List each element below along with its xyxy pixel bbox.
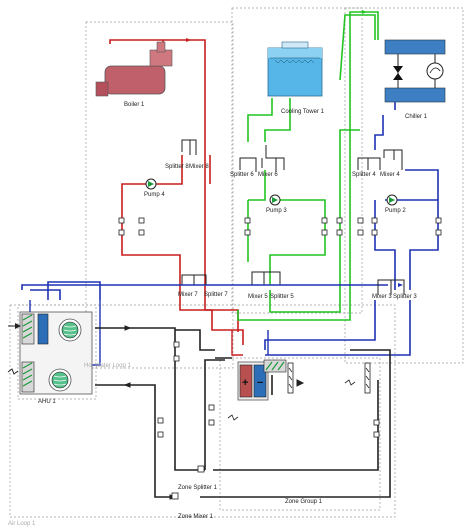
water-loop-label: Hot Water Loop 1 <box>84 363 131 369</box>
cooling-tower-1-label: Cooling Tower 1 <box>281 109 325 115</box>
pipe-node-markers <box>118 217 442 438</box>
splitter-3-label: Splitter 3 <box>393 294 417 300</box>
flow-arrow <box>124 325 132 331</box>
zone-group-1-label: Zone Group 1 <box>285 499 323 505</box>
cooling-tower-1[interactable] <box>267 41 323 97</box>
relief-air-arrow <box>7 368 19 375</box>
pump-2-label: Pump 2 <box>385 208 406 214</box>
splitter-4-label: Splitter 4 <box>352 172 376 178</box>
flow-arrow <box>362 10 367 14</box>
air-loop <box>95 327 391 498</box>
svg-text:+: + <box>242 377 248 389</box>
splitter-7-label: Splitter 7 <box>204 292 228 298</box>
chilled-water-loop-dark <box>357 149 405 295</box>
flow-arrow <box>186 38 191 42</box>
mixer-6-label: Mixer 6 <box>258 172 278 178</box>
air-loop-1-label: Air Loop 1 <box>8 521 36 527</box>
plant-loop-boundary-hot <box>85 21 234 369</box>
flow-arrow <box>123 382 131 388</box>
outdoor-air-arrows <box>7 323 21 375</box>
boiler-1[interactable] <box>95 41 173 97</box>
ahu-1-label: AHU 1 <box>38 399 56 405</box>
chiller-1[interactable] <box>384 39 446 103</box>
plant-loop-boundary-chilled <box>344 7 464 364</box>
ahu-boundary <box>17 304 97 400</box>
zone-terminal-unit[interactable]: + − <box>237 359 287 401</box>
zone-diffusers <box>227 362 371 421</box>
mixer-3-label: Mixer 3 <box>372 294 392 300</box>
flow-arrow <box>398 283 403 287</box>
zone-nodes <box>171 465 205 500</box>
pump-3[interactable] <box>269 194 281 206</box>
splitter-6-label: Splitter 6 <box>230 172 254 178</box>
chiller-1-label: Chiller 1 <box>405 114 428 120</box>
pump-4[interactable] <box>145 178 157 190</box>
mixer-7-label: Mixer 7 <box>178 292 198 298</box>
zone-mixer-1-label: Zone Mixer 1 <box>178 514 214 520</box>
splitter-8-label: Splitter 8 <box>165 164 189 170</box>
pump-3-label: Pump 3 <box>266 208 287 214</box>
mixer-8-label: Mixer 8 <box>189 164 209 170</box>
loop-boundaries <box>9 7 464 518</box>
zone-group-boundary <box>219 357 381 511</box>
flow-arrow <box>296 379 305 387</box>
splitter-5-label: Splitter 5 <box>270 294 294 300</box>
plant-loop-boundary-condenser <box>231 7 363 314</box>
mixer-4-label: Mixer 4 <box>380 172 400 178</box>
air-loop-boundary <box>9 304 396 518</box>
pump-2[interactable] <box>386 194 398 206</box>
condenser-loop-dark <box>239 145 285 285</box>
ahu-1[interactable] <box>19 311 93 395</box>
flow-arrows <box>123 10 403 500</box>
chilled-water-loop <box>21 95 439 356</box>
boiler-1-label: Boiler 1 <box>124 102 145 108</box>
zone-splitter-1-label: Zone Splitter 1 <box>178 485 218 491</box>
hot-water-loop-dark <box>181 139 207 285</box>
svg-text:−: − <box>257 377 263 389</box>
pump-4-label: Pump 4 <box>144 192 165 198</box>
mixer-5-label: Mixer 5 <box>248 294 268 300</box>
